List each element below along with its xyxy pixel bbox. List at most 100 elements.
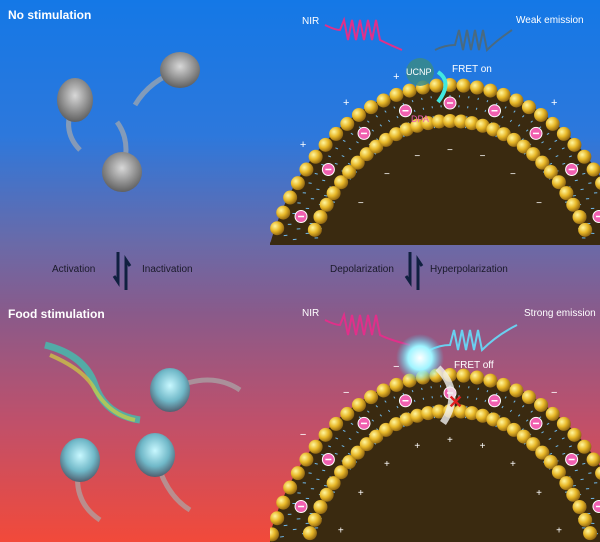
lipid-tail [486, 99, 489, 103]
lipid-head [566, 197, 581, 212]
membrane-top: +−+−+−−−+−− [270, 71, 600, 245]
lipid-head [470, 80, 485, 95]
lipid-tail [367, 410, 370, 413]
lipid-head [586, 452, 600, 467]
lipid-tail [580, 188, 584, 191]
lipid-tail [588, 472, 592, 474]
lipid-head [326, 476, 341, 491]
fret-on-arrow [436, 70, 448, 104]
lipid-tail [371, 419, 375, 422]
lipid-head [313, 210, 328, 225]
lipid-tail [549, 452, 553, 455]
lipid-head [364, 390, 379, 405]
lipid-tail [574, 179, 578, 182]
lipid-tail [324, 484, 328, 487]
lipid-head [583, 526, 598, 541]
lipid-head [506, 132, 521, 147]
lipid-tail [546, 422, 550, 426]
lipid-head [566, 487, 581, 502]
lipid-tail [347, 452, 351, 455]
lipid-tail [477, 97, 479, 101]
lipid-head [299, 162, 314, 177]
lipid-head [534, 107, 549, 122]
lipid-tail [504, 396, 507, 399]
lipid-tail [509, 409, 513, 413]
lipid-tail [522, 405, 525, 408]
nir-wave-top [324, 16, 403, 51]
lipid-head [389, 87, 404, 102]
lipid-head [421, 116, 436, 131]
lipid-tail [356, 431, 359, 434]
charge-sign: − [536, 198, 542, 209]
charge-sign: − [551, 387, 557, 399]
lipid-tail [486, 389, 489, 393]
lipid-head [556, 126, 571, 141]
lipid-head [526, 147, 541, 162]
lipid-head [516, 429, 531, 444]
lipid-tail [562, 162, 566, 165]
lipid-tail [322, 179, 326, 182]
lipid-tail [308, 182, 312, 184]
lipid-tail [574, 469, 578, 472]
lipid-tail [350, 132, 354, 136]
ucnp-particle [406, 58, 434, 86]
lipid-tail [334, 162, 338, 165]
charge-sign: + [551, 97, 557, 109]
lipid-tail [328, 155, 332, 158]
label-ucnp: UCNP [406, 67, 432, 77]
lipid-tail [413, 109, 416, 113]
lipid-tail [334, 452, 338, 455]
lipid-head [318, 427, 333, 442]
lipid-tail [348, 437, 352, 441]
lipid-head [578, 512, 593, 527]
lipid-tail [509, 119, 513, 123]
lipid-tail [375, 115, 378, 118]
lipid-tail [582, 172, 586, 175]
charge-sign: + [338, 526, 344, 537]
label-dpa: DPA [411, 114, 429, 124]
lipid-head [475, 408, 490, 423]
lipid-tail [568, 445, 572, 448]
lipid-head [402, 83, 417, 98]
lipid-head [551, 465, 566, 480]
label-inactivation: Inactivation [142, 264, 193, 275]
lipid-head [389, 417, 404, 432]
label-nir-top: NIR [302, 16, 320, 27]
membrane-bottom: +−+−+−+++−+++ [270, 361, 600, 542]
charge-sign: − [343, 387, 349, 399]
lipid-head [276, 495, 291, 510]
label-hyperpolarization: Hyperpolarization [430, 264, 508, 275]
lipid-tail [324, 194, 328, 197]
lipid-tail [477, 387, 479, 391]
lipid-tail [562, 452, 566, 455]
charge-sign: − [393, 361, 399, 373]
lipid-head [483, 83, 498, 98]
charge-sign: − [358, 198, 364, 209]
lipid-tail [530, 120, 533, 123]
lipid-tail [475, 107, 478, 110]
lipid-head [329, 126, 344, 141]
lipid-tail [356, 141, 359, 144]
lipid-tail [548, 147, 552, 151]
lipid-head [432, 114, 447, 129]
lipid-tail [572, 194, 576, 197]
lipid-tail [347, 162, 351, 165]
charge-sign: + [556, 526, 562, 537]
lipid-head [326, 186, 341, 201]
lipid-tail [549, 162, 553, 165]
lipid-tail [582, 462, 586, 465]
lipid-tail [541, 141, 544, 144]
lipid-head [577, 439, 592, 454]
lipid-tail [367, 120, 370, 123]
lipid-tail [517, 124, 521, 127]
lipid-head [496, 377, 511, 392]
lipid-tail [387, 119, 391, 123]
worm-heads-stimulated [44, 341, 242, 523]
lipid-head [521, 390, 536, 405]
charge-sign: + [393, 71, 399, 83]
lipid-tail [350, 422, 354, 426]
charge-sign: − [447, 145, 453, 156]
lipid-head [270, 511, 285, 526]
